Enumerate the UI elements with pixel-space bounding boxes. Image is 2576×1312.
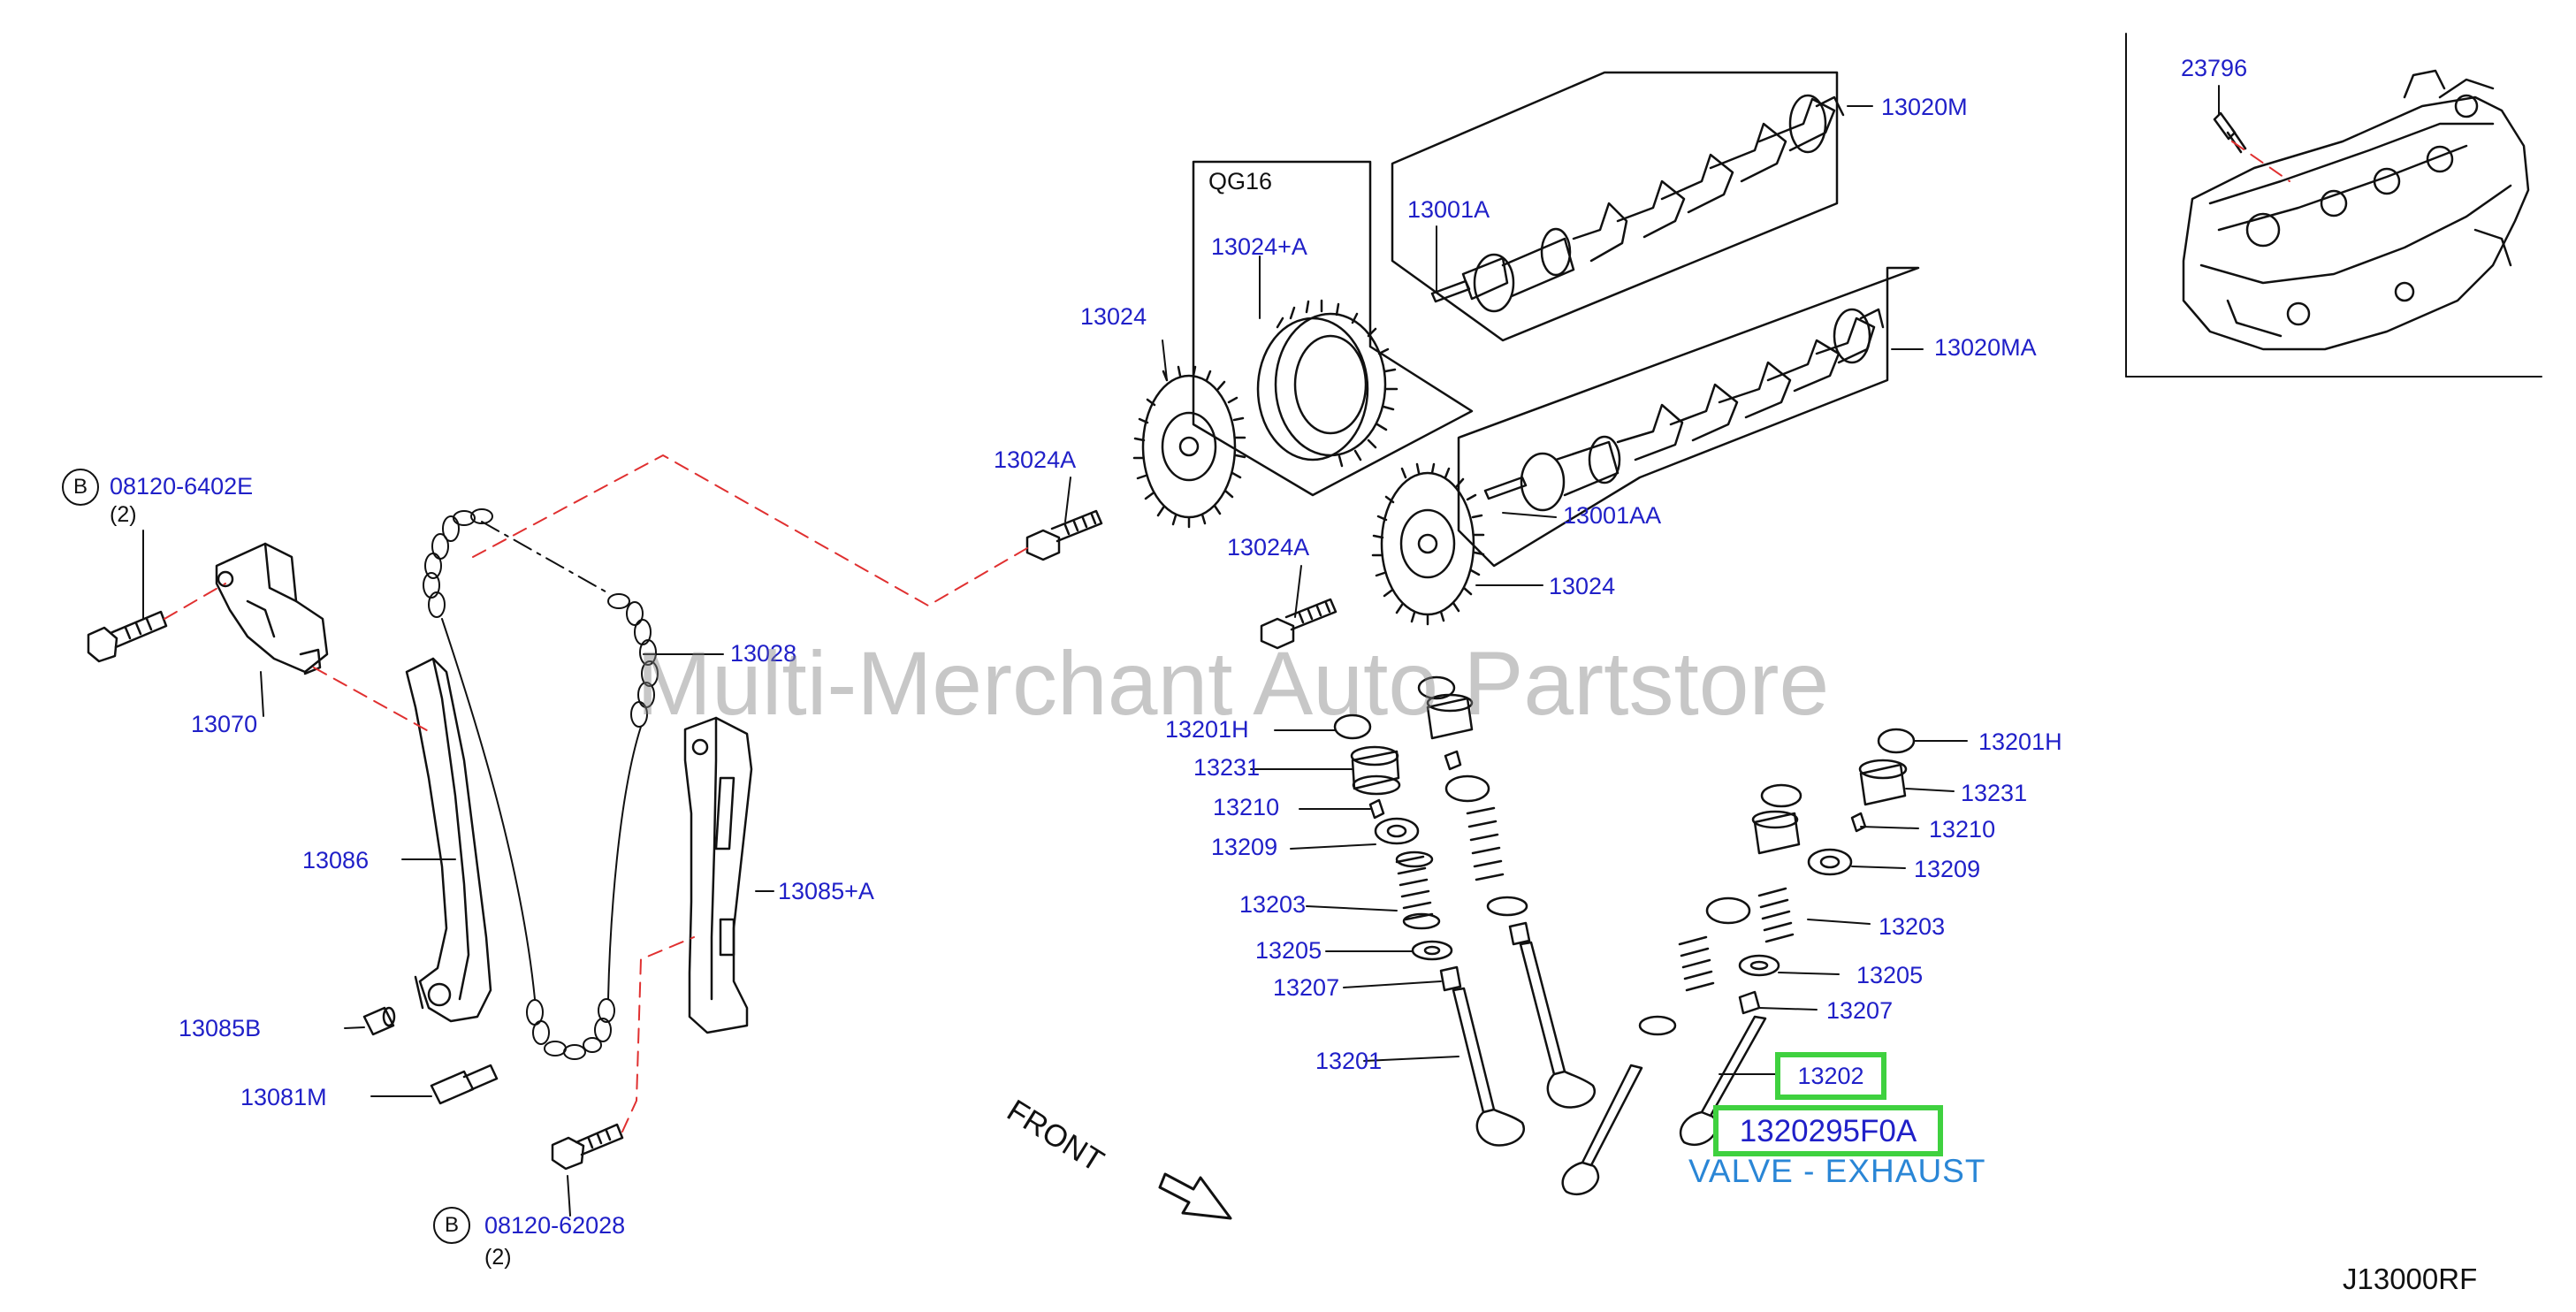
camshaft-m-box xyxy=(1391,71,1839,342)
camshaft-m xyxy=(1430,94,1845,313)
highlight-part-number[interactable]: 1320295F0A xyxy=(1713,1105,1943,1156)
part-label-13203-right[interactable]: 13203 xyxy=(1879,913,1946,940)
part-label-13231-left[interactable]: 13231 xyxy=(1193,754,1261,781)
part-label-13020ma[interactable]: 13020MA xyxy=(1934,334,2037,361)
part-label-13207-left[interactable]: 13207 xyxy=(1273,974,1340,1001)
part-label-13024-left[interactable]: 13024 xyxy=(1080,303,1147,330)
part-label-13024a-top[interactable]: 13024A xyxy=(994,446,1077,473)
part-label-13024-right[interactable]: 13024 xyxy=(1549,573,1616,599)
part-label-13085b[interactable]: 13085B xyxy=(179,1015,262,1041)
part-label-23796[interactable]: 23796 xyxy=(2181,55,2248,81)
pin-13085b xyxy=(362,1006,396,1036)
part-label-13020m[interactable]: 13020M xyxy=(1881,94,1968,120)
part-label-13070[interactable]: 13070 xyxy=(191,711,258,737)
part-label-13001a[interactable]: 13001A xyxy=(1407,196,1490,223)
part-label-08120-6402e[interactable]: 08120-6402E xyxy=(110,473,254,500)
bolt-08120-62028 xyxy=(551,1123,624,1171)
part-label-13201[interactable]: 13201 xyxy=(1315,1048,1383,1074)
bolt-13081m xyxy=(430,1064,499,1105)
part-label-13024a-mid[interactable]: 13024A xyxy=(1227,534,1310,561)
part-label-13201h-left[interactable]: 13201H xyxy=(1165,716,1249,743)
timing-chain-13028 xyxy=(423,508,659,1060)
part-label-13085-plus-a[interactable]: 13085+A xyxy=(778,878,874,904)
valve-parts-right xyxy=(1561,728,1916,1196)
part-label-13024-plus-a[interactable]: 13024+A xyxy=(1211,233,1307,260)
front-arrow xyxy=(1158,1172,1232,1220)
part-label-13210-right[interactable]: 13210 xyxy=(1929,816,1996,843)
qg16-box xyxy=(1192,160,1474,497)
chain-guide-13086 xyxy=(405,657,492,1023)
leader-lines xyxy=(142,85,2220,1217)
part-label-13231-right[interactable]: 13231 xyxy=(1961,780,2028,806)
engine-label-qg16: QG16 xyxy=(1208,168,1273,195)
highlight-13202[interactable]: 13202 xyxy=(1775,1052,1886,1100)
part-label-08120-62028[interactable]: 08120-62028 xyxy=(484,1212,626,1239)
part-label-13209-right[interactable]: 13209 xyxy=(1914,856,1981,882)
qty-08120-62028: (2) xyxy=(484,1245,512,1270)
part-label-13001aa[interactable]: 13001AA xyxy=(1563,502,1662,529)
part-label-13201h-right[interactable]: 13201H xyxy=(1978,728,2062,755)
sprocket-13024-left xyxy=(1132,365,1246,529)
part-label-13028[interactable]: 13028 xyxy=(730,640,797,667)
qty-08120-6402e: (2) xyxy=(110,502,137,527)
bolt-13024a-mid xyxy=(1260,598,1338,650)
diagram-code: J13000RF xyxy=(2343,1262,2478,1295)
part-label-13210-left[interactable]: 13210 xyxy=(1213,794,1280,820)
part-label-13205-right[interactable]: 13205 xyxy=(1856,962,1924,988)
bolt-08120-6402e xyxy=(87,610,168,663)
camshaft-ma-box xyxy=(1457,266,1920,568)
camshaft-ma xyxy=(1483,308,1885,512)
part-label-13203-left[interactable]: 13203 xyxy=(1239,891,1307,918)
sprocket-13024-right xyxy=(1371,462,1485,626)
chain-guide-13085a xyxy=(683,716,753,1034)
part-label-13205-left[interactable]: 13205 xyxy=(1255,937,1322,964)
bolt-marker-b-top: B xyxy=(62,469,99,506)
part-label-13207-right[interactable]: 13207 xyxy=(1826,997,1894,1024)
sprocket-13024a xyxy=(1256,299,1399,468)
part-label-13086[interactable]: 13086 xyxy=(302,847,370,873)
part-label-13209-left[interactable]: 13209 xyxy=(1211,834,1278,860)
bolt-marker-b-bottom: B xyxy=(433,1207,470,1244)
engine-inset xyxy=(2125,33,2542,378)
part-label-13081m[interactable]: 13081M xyxy=(240,1084,327,1110)
reference-lines xyxy=(164,141,2290,1133)
part-description: VALVE - EXHAUST xyxy=(1688,1153,1986,1189)
bolt-13024a-top xyxy=(1025,509,1103,561)
tensioner-13070 xyxy=(215,542,329,675)
valve-parts-left xyxy=(1333,675,1596,1147)
